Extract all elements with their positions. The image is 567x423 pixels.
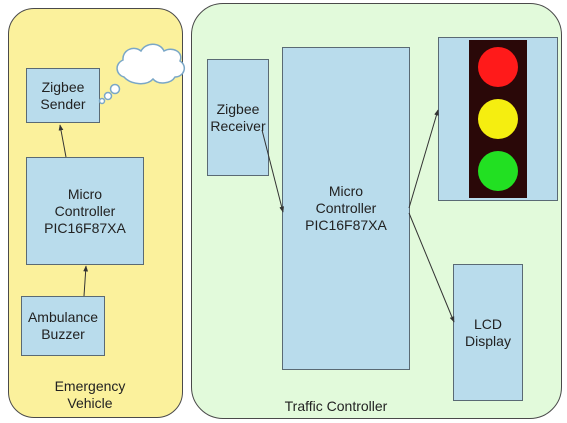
receiver-to-controller-arrow bbox=[261, 129, 284, 213]
zigbee-receiver-block: Zigbee Receiver bbox=[207, 59, 269, 176]
traffic-controller-label: Traffic Controller bbox=[284, 398, 388, 414]
traffic-light-block bbox=[438, 37, 558, 201]
cloud-icon bbox=[98, 43, 186, 105]
buzzer-to-controller-arrow bbox=[83, 265, 89, 297]
vehicle-micro-controller-block: Micro Controller PIC16F87XA bbox=[26, 157, 144, 265]
ambulance-buzzer-block: Ambulance Buzzer bbox=[21, 296, 105, 356]
yellow-lamp bbox=[478, 99, 518, 139]
controller-to-light-arrow bbox=[408, 109, 439, 209]
emergency-vehicle-label: Emergency Vehicle bbox=[54, 378, 126, 411]
red-lamp bbox=[478, 47, 518, 87]
zigbee-sender-block: Zigbee Sender bbox=[26, 68, 100, 123]
traffic-light-housing bbox=[469, 40, 527, 198]
green-lamp bbox=[478, 151, 518, 191]
controller-to-lcd-arrow bbox=[408, 212, 455, 323]
lcd-display-block: LCD Display bbox=[453, 264, 523, 401]
controller-to-sender-arrow bbox=[58, 124, 67, 158]
controller-micro-controller-block: Micro Controller PIC16F87XA bbox=[282, 47, 410, 370]
